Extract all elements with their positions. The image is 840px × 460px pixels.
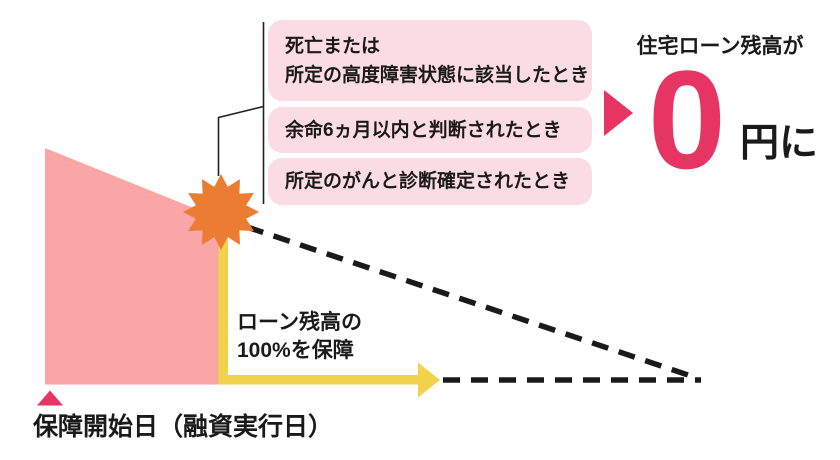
loan-balance-area bbox=[45, 148, 219, 385]
result-title: 住宅ローン残高が bbox=[636, 35, 804, 58]
connector-to-starburst-line bbox=[217, 105, 264, 176]
condition-box-cancer-diagnosis: 所定のがんと診断確定されたとき bbox=[268, 158, 592, 205]
declining-balance-dashed-line bbox=[246, 224, 698, 381]
coverage-label-line: ローン残高の bbox=[237, 311, 362, 334]
result-amount-zero: 0 bbox=[648, 41, 726, 198]
condition-box-terminal-prognosis: 余命6ヵ月以内と判断されたとき bbox=[268, 107, 592, 153]
start-date-label: 保障開始日（融資実行日） bbox=[33, 413, 334, 441]
coverage-arrow bbox=[218, 225, 440, 398]
coverage-arrow-horizontal bbox=[218, 375, 418, 385]
condition-connector-lines bbox=[217, 22, 265, 204]
result-arrow-icon bbox=[604, 90, 633, 136]
coverage-arrow-vertical bbox=[218, 225, 228, 385]
condition-box-death-disability: 死亡または 所定の高度障害状態に該当したとき bbox=[268, 20, 592, 101]
coverage-label-line: 100%を保障 bbox=[237, 339, 354, 362]
condition-text: 所定の高度障害状態に該当したとき bbox=[285, 64, 590, 86]
condition-text: 所定のがんと診断確定されたとき bbox=[285, 171, 571, 192]
start-date-marker-icon bbox=[37, 390, 63, 406]
condition-text: 余命6ヵ月以内と判断されたとき bbox=[285, 119, 562, 141]
event-starburst-icon bbox=[183, 174, 259, 250]
condition-text: 死亡または bbox=[285, 35, 381, 57]
coverage-label: ローン残高の 100%を保障 bbox=[237, 309, 362, 365]
coverage-arrowhead-icon bbox=[418, 362, 440, 398]
result-unit: 円に bbox=[740, 122, 819, 165]
